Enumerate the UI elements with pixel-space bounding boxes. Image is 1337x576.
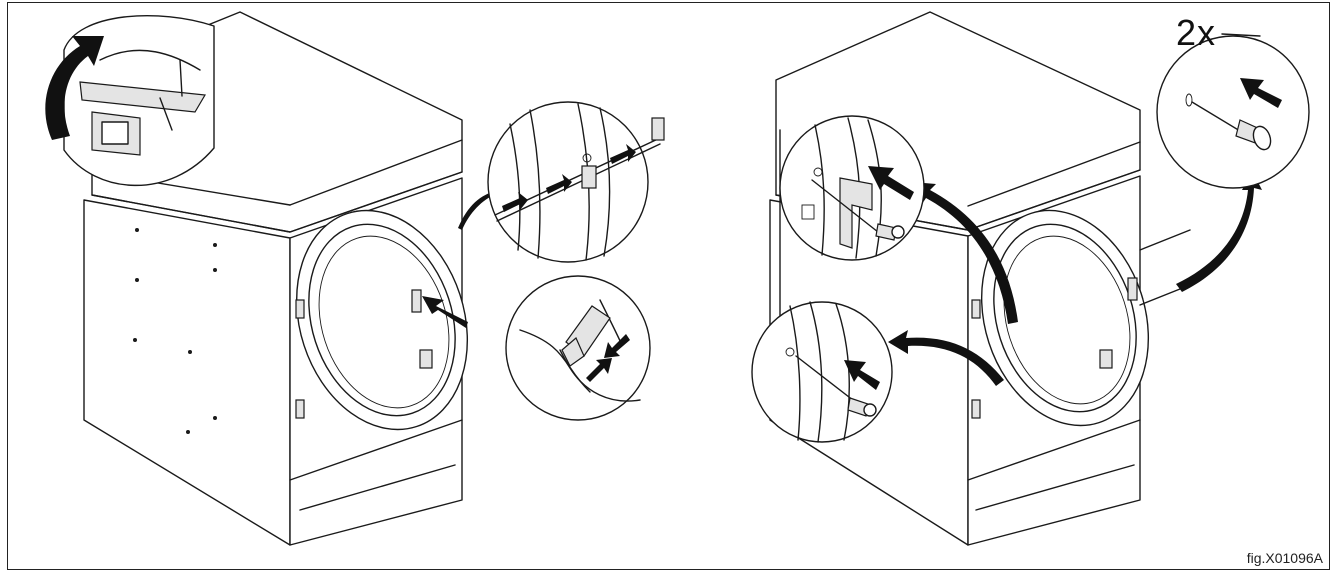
figure-frame	[7, 2, 1330, 570]
screw-icon	[1252, 125, 1272, 151]
push-arrow-icon	[422, 296, 468, 328]
screw-count-label: 2x	[1176, 12, 1217, 53]
hinge-bracket-icon	[839, 177, 873, 249]
rotate-arrow-icon	[45, 36, 104, 140]
lid-detail-callout	[45, 14, 215, 186]
screw-detail	[1156, 33, 1310, 189]
connector-icon	[651, 117, 665, 141]
cable-routing-detail	[487, 101, 665, 263]
hinge-bracket-detail	[779, 115, 925, 261]
figure-id-label: fig.X01096A	[1246, 550, 1323, 566]
lower-screw-detail	[751, 301, 893, 443]
connector-plug-detail	[505, 275, 651, 421]
